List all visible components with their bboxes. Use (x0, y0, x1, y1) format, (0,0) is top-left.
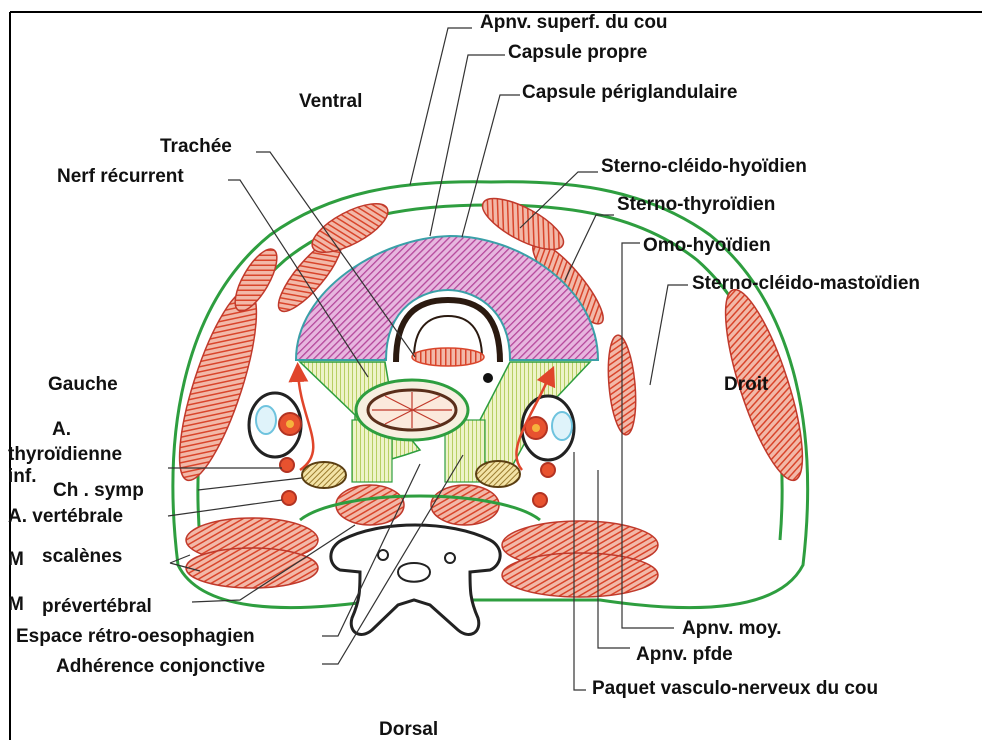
vertebral-artery-left (282, 491, 296, 505)
label-sterno-thyroidien: Sterno-thyroïdien (617, 194, 775, 215)
label-capsule-periglandulaire: Capsule périglandulaire (522, 82, 737, 103)
label-m-scalenes: scalènes (42, 546, 122, 567)
vertebral-canal (398, 563, 430, 582)
scm-left-muscle (164, 282, 271, 487)
label-apnv-moy: Apnv. moy. (682, 618, 782, 639)
label-a-thyroidienne-1: A. (52, 419, 71, 440)
inferior-thyroid-artery-left (280, 458, 294, 472)
label-dorsal: Dorsal (379, 719, 438, 740)
vertebral-artery-right (533, 493, 547, 507)
label-a-thyroidienne-3: inf. (8, 466, 37, 487)
label-espace-retro: Espace rétro-oesophagien (16, 626, 255, 647)
scalene-left-lower (186, 548, 318, 588)
label-sterno-cleido-hyoidien: Sterno-cléido-hyoïdien (601, 156, 807, 177)
label-m-scalenes-prefix: M (8, 549, 24, 570)
label-gauche: Gauche (48, 374, 118, 395)
label-nerf-recurrent: Nerf récurrent (57, 166, 184, 187)
label-droit: Droit (724, 374, 769, 395)
transverse-foramen-right (445, 553, 455, 563)
trachealis-muscle (412, 348, 484, 366)
vascular-bundle-left (249, 393, 301, 457)
label-m-prevertebral-prefix: M (8, 594, 24, 615)
transverse-foramen-left (378, 550, 388, 560)
label-trachee: Trachée (160, 136, 232, 157)
sympathetic-chain-left (302, 462, 346, 488)
label-a-vertebrale: A. vertébrale (8, 506, 123, 527)
label-ventral: Ventral (299, 91, 362, 112)
label-capsule-propre: Capsule propre (508, 42, 647, 63)
label-ch-symp: Ch . symp (53, 480, 144, 501)
label-m-prevertebral: prévertébral (42, 596, 152, 617)
inferior-thyroid-artery-right (541, 463, 555, 477)
recurrent-nerve-right (483, 373, 493, 383)
sympathetic-chain-right (476, 461, 520, 487)
scalene-right-lower (502, 553, 658, 597)
vascular-bundle-right (522, 396, 574, 460)
label-paquet-vasculo: Paquet vasculo-nerveux du cou (592, 678, 878, 699)
label-a-thyroidienne-2: thyroïdienne (8, 444, 122, 465)
label-omo-hyoidien: Omo-hyoïdien (643, 235, 771, 256)
label-adherence: Adhérence conjonctive (56, 656, 265, 677)
label-sterno-cleido-mastoidien: Sterno-cléido-mastoïdien (692, 273, 920, 294)
label-apnv-pfde: Apnv. pfde (636, 644, 733, 665)
label-apnv-superf: Apnv. superf. du cou (480, 12, 668, 33)
